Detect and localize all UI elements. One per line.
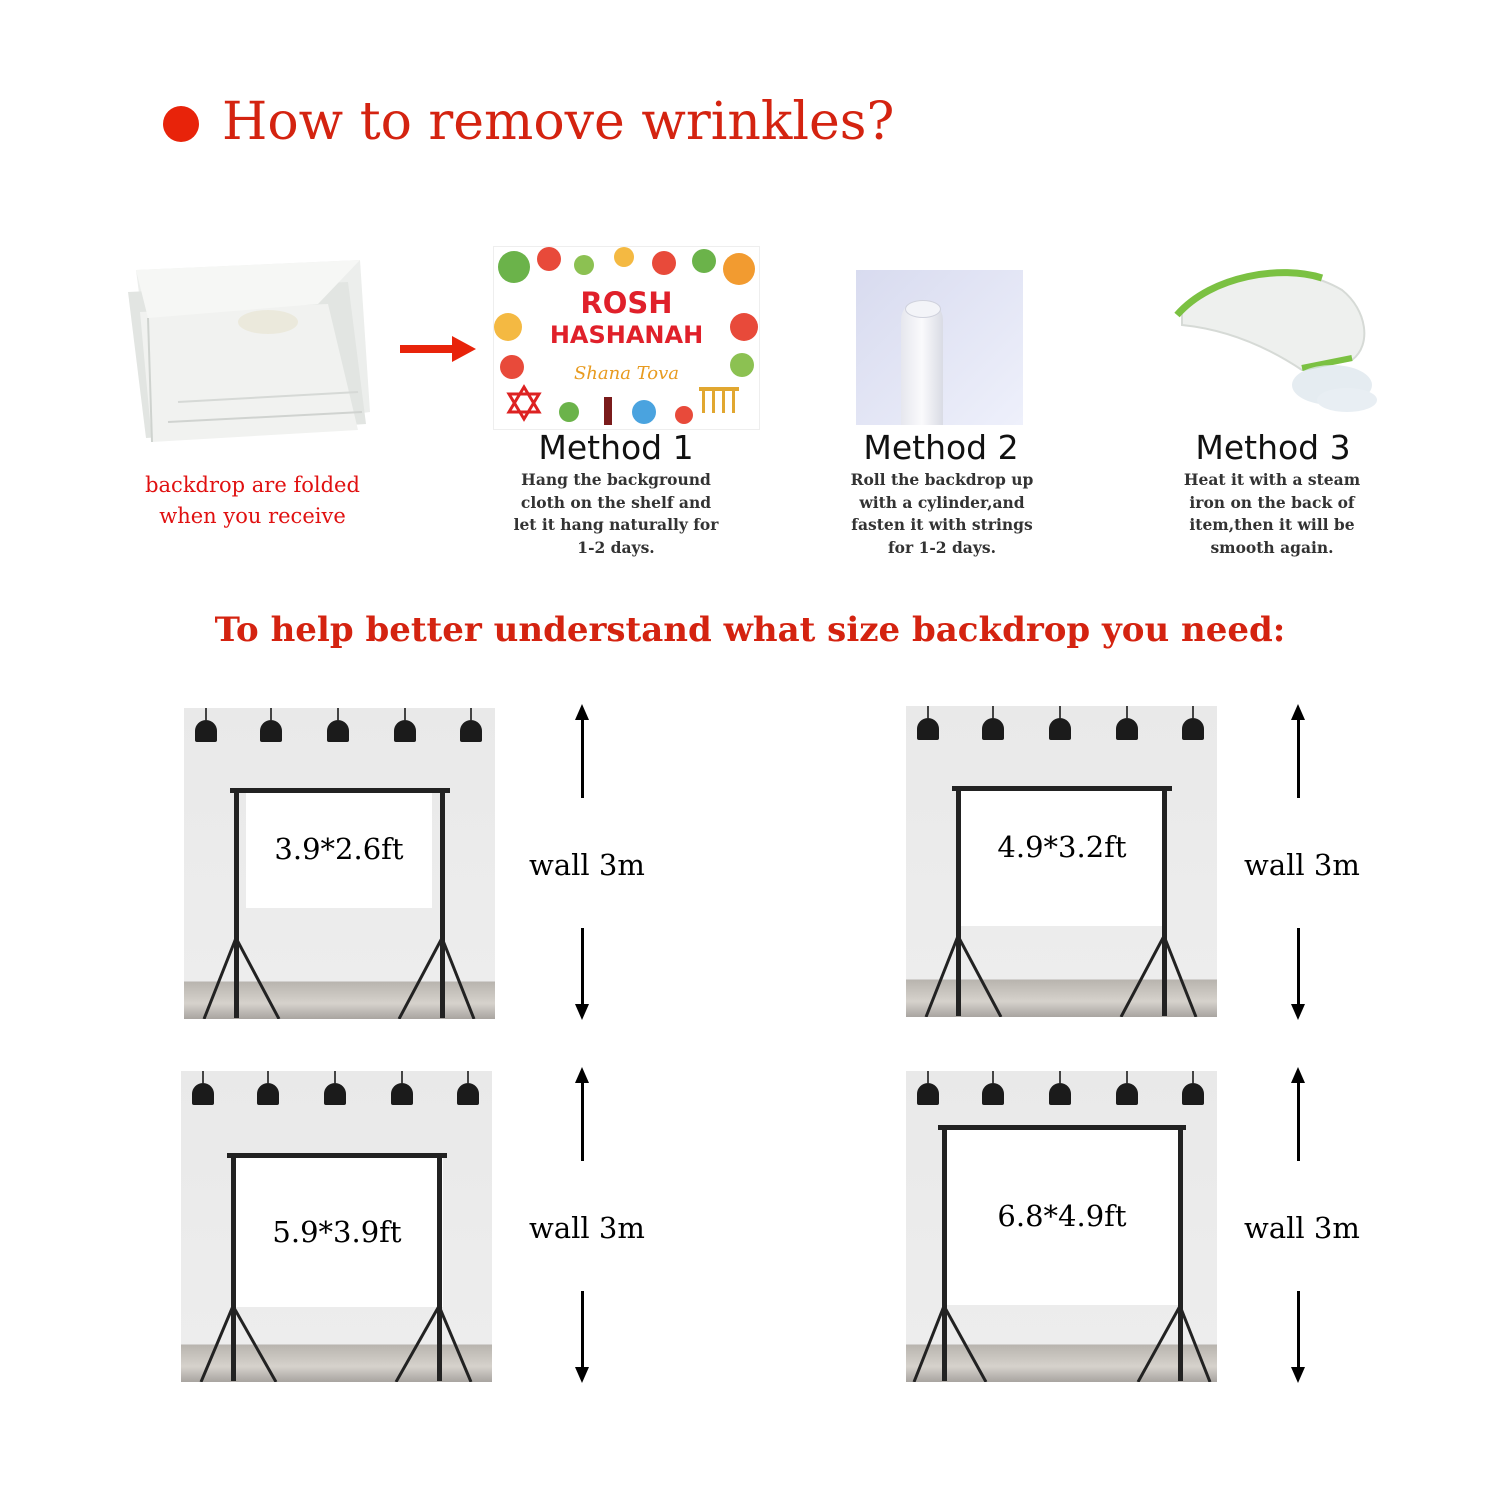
method-1-desc: Hang the background cloth on the shelf a… [506, 469, 726, 559]
method-2-desc-line: fasten it with strings [851, 515, 1033, 534]
page-title: How to remove wrinkles? [222, 92, 895, 152]
arrow-line [1297, 928, 1300, 1008]
folded-backdrop-image [128, 260, 370, 443]
roll-image [856, 270, 1023, 425]
banner-line-2: HASHANAH [549, 321, 704, 349]
method-3-desc-line: Heat it with a steam [1183, 470, 1361, 489]
backdrop-cloth [231, 1157, 443, 1307]
wall-label: wall 3m [1244, 1211, 1360, 1245]
arrow-line [1297, 716, 1300, 798]
up-arrow-icon [575, 1067, 589, 1083]
wall-label: wall 3m [529, 848, 645, 882]
method-2-title: Method 2 [863, 428, 1019, 467]
method-3-desc-line: iron on the back of [1189, 492, 1355, 512]
folded-caption: backdrop are folded when you receive [120, 470, 385, 532]
folded-caption-line-1: backdrop are folded [145, 473, 360, 497]
steam-iron-image [1174, 269, 1377, 412]
method-2-desc-line: with a cylinder,and [859, 492, 1025, 512]
wall-label: wall 3m [1244, 848, 1360, 882]
backdrop-cloth [944, 1129, 1180, 1305]
banner-image: ROSH HASHANAH Shana Tova [493, 246, 760, 430]
size-label: 3.9*2.6ft [274, 832, 404, 866]
method-1-desc-line: cloth on the shelf and [520, 492, 712, 512]
folded-caption-line-2: when you receive [159, 504, 346, 528]
arrow-line [1297, 1079, 1300, 1161]
size-panel-2: 4.9*3.2ft [906, 706, 1217, 1017]
up-arrow-icon [1291, 704, 1305, 720]
method-1-desc-line: 1-2 days. [577, 537, 655, 557]
banner-line-1: ROSH [580, 286, 673, 320]
down-arrow-icon [575, 1367, 589, 1383]
backdrop-cloth [960, 790, 1164, 926]
down-arrow-icon [575, 1004, 589, 1020]
crossbar [227, 1153, 447, 1158]
wall-label: wall 3m [529, 1211, 645, 1245]
backdrop-cloth [246, 792, 432, 908]
size-label: 5.9*3.9ft [272, 1215, 402, 1249]
up-arrow-icon [575, 704, 589, 720]
method-2-desc: Roll the backdrop up with a cylinder,and… [832, 469, 1052, 559]
bullet-dot-icon [163, 106, 199, 142]
method-1-title: Method 1 [538, 428, 694, 467]
method-3-title: Method 3 [1195, 428, 1351, 467]
method-3-desc-line: item,then it will be [1189, 515, 1355, 534]
arrow-line [1297, 1291, 1300, 1371]
size-panel-4: 6.8*4.9ft [906, 1071, 1217, 1382]
size-section-title: To help better understand what size back… [214, 610, 1286, 650]
arrow-line [581, 1079, 584, 1161]
size-label: 4.9*3.2ft [997, 830, 1127, 864]
crossbar [938, 1125, 1186, 1130]
banner-line-3: Shana Tova [573, 363, 680, 384]
size-panel-1: 3.9*2.6ft [184, 708, 495, 1019]
up-arrow-icon [1291, 1067, 1305, 1083]
method-3-desc-line: smooth again. [1210, 537, 1334, 557]
arrow-line [581, 1291, 584, 1371]
method-2-desc-line: Roll the backdrop up [850, 470, 1034, 489]
crossbar [952, 786, 1172, 791]
size-panel-3: 5.9*3.9ft [181, 1071, 492, 1382]
method-1-desc-line: Hang the background [521, 470, 711, 489]
banner-decoration [494, 247, 758, 425]
size-label: 6.8*4.9ft [997, 1199, 1127, 1233]
method-1-desc-line: let it hang naturally for [513, 515, 719, 534]
down-arrow-icon [1291, 1004, 1305, 1020]
arrow-line [581, 716, 584, 798]
down-arrow-icon [1291, 1367, 1305, 1383]
method-3-desc: Heat it with a steam iron on the back of… [1162, 469, 1382, 559]
method-2-desc-line: for 1-2 days. [888, 537, 996, 557]
right-arrow-icon [400, 336, 476, 362]
arrow-line [581, 928, 584, 1008]
crossbar [230, 788, 450, 793]
